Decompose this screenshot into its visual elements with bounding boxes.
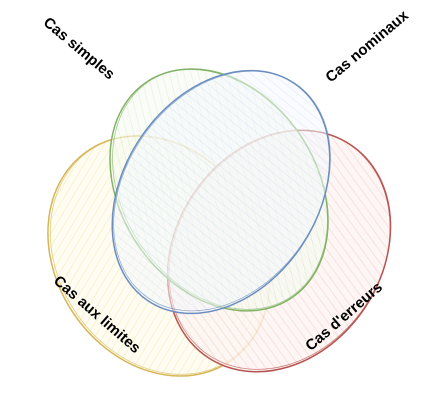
set-nominaux [111, 69, 331, 315]
ellipse-nominaux-sketch [113, 70, 331, 312]
label-nominaux: Cas nominaux [322, 7, 412, 86]
label-simples: Cas simples [40, 14, 118, 83]
